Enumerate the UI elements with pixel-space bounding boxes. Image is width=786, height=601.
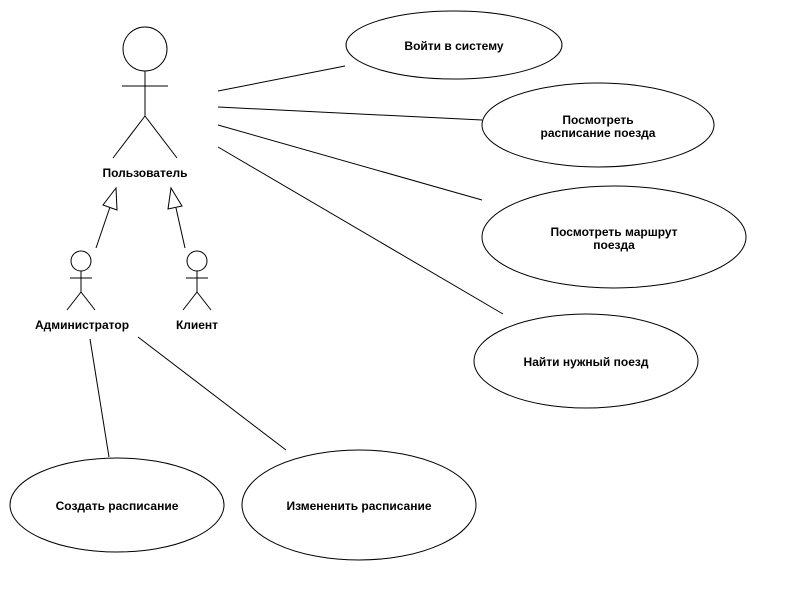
actor-user-head	[122, 26, 168, 72]
usecase-view-schedule: Посмотреть расписание поезда	[481, 82, 715, 168]
actor-client-head	[186, 250, 208, 272]
usecase-change-schedule-ellipse	[241, 449, 477, 561]
usecase-view-route: Посмотреть маршрут поезда	[481, 185, 747, 289]
usecase-view-schedule-text-line1: Посмотреть	[562, 113, 633, 127]
usecase-login-text: Войти в систему	[404, 39, 504, 53]
actor-admin-left-leg	[66, 291, 82, 311]
assoc-admin-change-schedule	[137, 336, 287, 451]
usecase-create-schedule: Создать расписание	[9, 457, 225, 553]
usecase-find-train-ellipse	[473, 313, 699, 409]
usecase-find-train: Найти нужный поезд	[473, 313, 699, 409]
actor-user-label: Пользователь	[102, 166, 187, 180]
usecase-view-schedule-text-line2: расписание поезда	[541, 126, 656, 140]
actor-user-left-leg	[112, 115, 146, 159]
assoc-user-login	[217, 65, 346, 92]
actor-admin-figure	[66, 250, 96, 311]
actor-admin-label: Администратор	[35, 318, 129, 332]
assoc-user-view-route	[217, 124, 483, 201]
generalization-client-line	[175, 207, 186, 249]
usecase-change-schedule: Измененить расписание	[241, 449, 477, 561]
usecase-create-schedule-text: Создать расписание	[56, 499, 179, 513]
actor-user-right-leg	[144, 115, 178, 159]
generalization-client-arrowhead	[167, 186, 183, 210]
generalization-admin-line	[95, 206, 111, 249]
generalization-admin-arrowhead	[102, 186, 118, 211]
actor-admin-head	[70, 250, 92, 272]
usecase-view-route-text-line2: поезда	[593, 238, 635, 252]
actor-client-left-leg	[182, 291, 198, 311]
actor-user-figure	[112, 26, 178, 159]
assoc-user-find-train	[217, 146, 504, 315]
usecase-view-route-ellipse	[481, 185, 747, 289]
usecase-create-schedule-ellipse	[9, 457, 225, 553]
actor-admin-right-leg	[80, 291, 96, 311]
actor-client-label: Клиент	[176, 318, 218, 332]
usecase-login-ellipse	[345, 10, 563, 80]
actor-client-right-leg	[196, 291, 212, 311]
usecase-view-route-text-line1: Посмотреть маршрут	[550, 225, 677, 239]
actor-client-figure	[182, 250, 212, 311]
assoc-admin-create-schedule	[89, 338, 110, 458]
usecase-find-train-text: Найти нужный поезд	[524, 355, 649, 369]
usecase-change-schedule-text: Измененить расписание	[286, 499, 431, 513]
assoc-user-view-schedule	[217, 106, 483, 121]
usecase-login: Войти в систему	[345, 10, 563, 80]
usecase-view-schedule-ellipse	[481, 82, 715, 168]
